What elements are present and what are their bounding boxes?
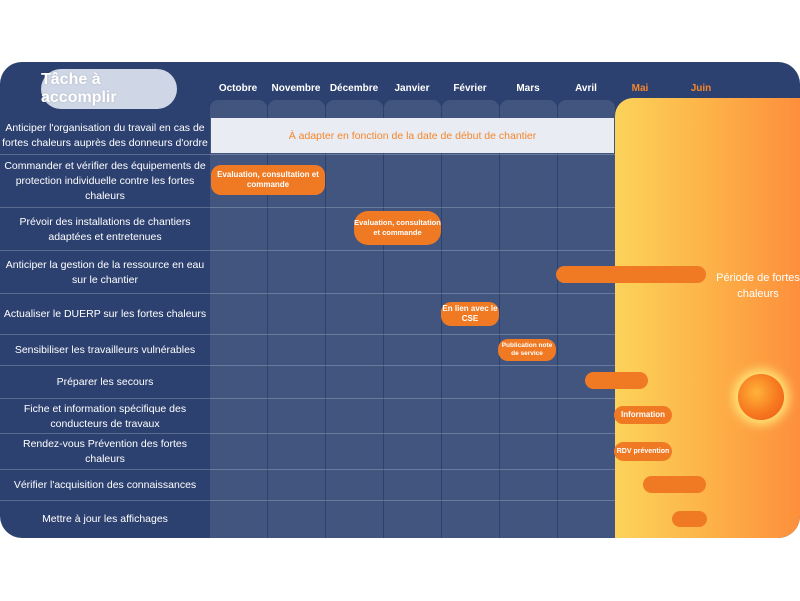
task-label: Rendez-vous Prévention des fortes chaleu… <box>22 438 187 465</box>
month-label: Janvier <box>394 83 430 94</box>
bar-affichages <box>672 511 707 527</box>
adapt-banner: À adapter en fonction de la date de débu… <box>211 118 614 153</box>
row-divider <box>0 334 615 335</box>
planning-board: Tâche à accomplir Octobre Novembre Décem… <box>0 62 800 538</box>
bar-secours <box>585 372 648 389</box>
month-label-hot: Mai <box>631 83 649 94</box>
month-label: Février <box>453 83 487 94</box>
task-label: Mettre à jour les affichages <box>42 513 168 525</box>
month-label: Octobre <box>218 83 258 94</box>
bar-rdv: RDV prévention <box>614 442 672 461</box>
bar-connaissances <box>643 476 706 493</box>
task-label: Actualiser le DUERP sur les fortes chale… <box>3 308 207 320</box>
month-label-hot: Juin <box>690 83 712 94</box>
bar-epi: Evaluation, consultation et commande <box>211 165 325 195</box>
task-header: Tâche à accomplir <box>41 69 177 109</box>
task-label: Anticiper la gestion de la ressource en … <box>5 258 205 286</box>
row-divider <box>0 500 615 501</box>
task-label: Préparer les secours <box>56 376 154 388</box>
month-label: Novembre <box>271 83 321 94</box>
bar-information: Information <box>614 406 672 424</box>
task-label: Anticiper l'organisation du travail en c… <box>2 122 208 149</box>
row-divider <box>0 433 615 434</box>
row-divider <box>0 154 615 155</box>
task-label: Sensibiliser les travailleurs vulnérable… <box>14 344 196 356</box>
heat-period-zone <box>615 98 800 538</box>
row-divider <box>0 207 615 208</box>
column-mars <box>500 100 557 538</box>
task-label: Fiche et information spécifique des cond… <box>23 402 187 430</box>
column-janvier <box>384 100 441 538</box>
month-label: Mars <box>516 83 540 94</box>
task-label: Prévoir des installations de chantiers a… <box>19 215 191 243</box>
bar-duerp: En lien avec le CSE <box>441 302 499 326</box>
bar-installations: Evaluation, consultation et commande <box>354 211 441 245</box>
sun-icon <box>738 374 784 420</box>
row-divider <box>0 398 615 399</box>
bar-water <box>556 266 706 283</box>
row-divider <box>0 293 615 294</box>
bar-vulnerables: Publication note de service <box>498 339 556 361</box>
row-divider <box>0 469 615 470</box>
row-divider <box>0 250 615 251</box>
month-label: Avril <box>575 83 597 94</box>
column-avril <box>558 100 615 538</box>
task-label: Vérifier l'acquisition des connaissances <box>13 479 197 491</box>
heat-period-label: Période de fortes chaleurs <box>716 272 800 300</box>
task-label: Commander et vérifier des équipements de… <box>4 160 206 202</box>
row-divider <box>0 365 615 366</box>
column-decembre <box>326 100 383 538</box>
month-label: Décembre <box>329 83 379 94</box>
